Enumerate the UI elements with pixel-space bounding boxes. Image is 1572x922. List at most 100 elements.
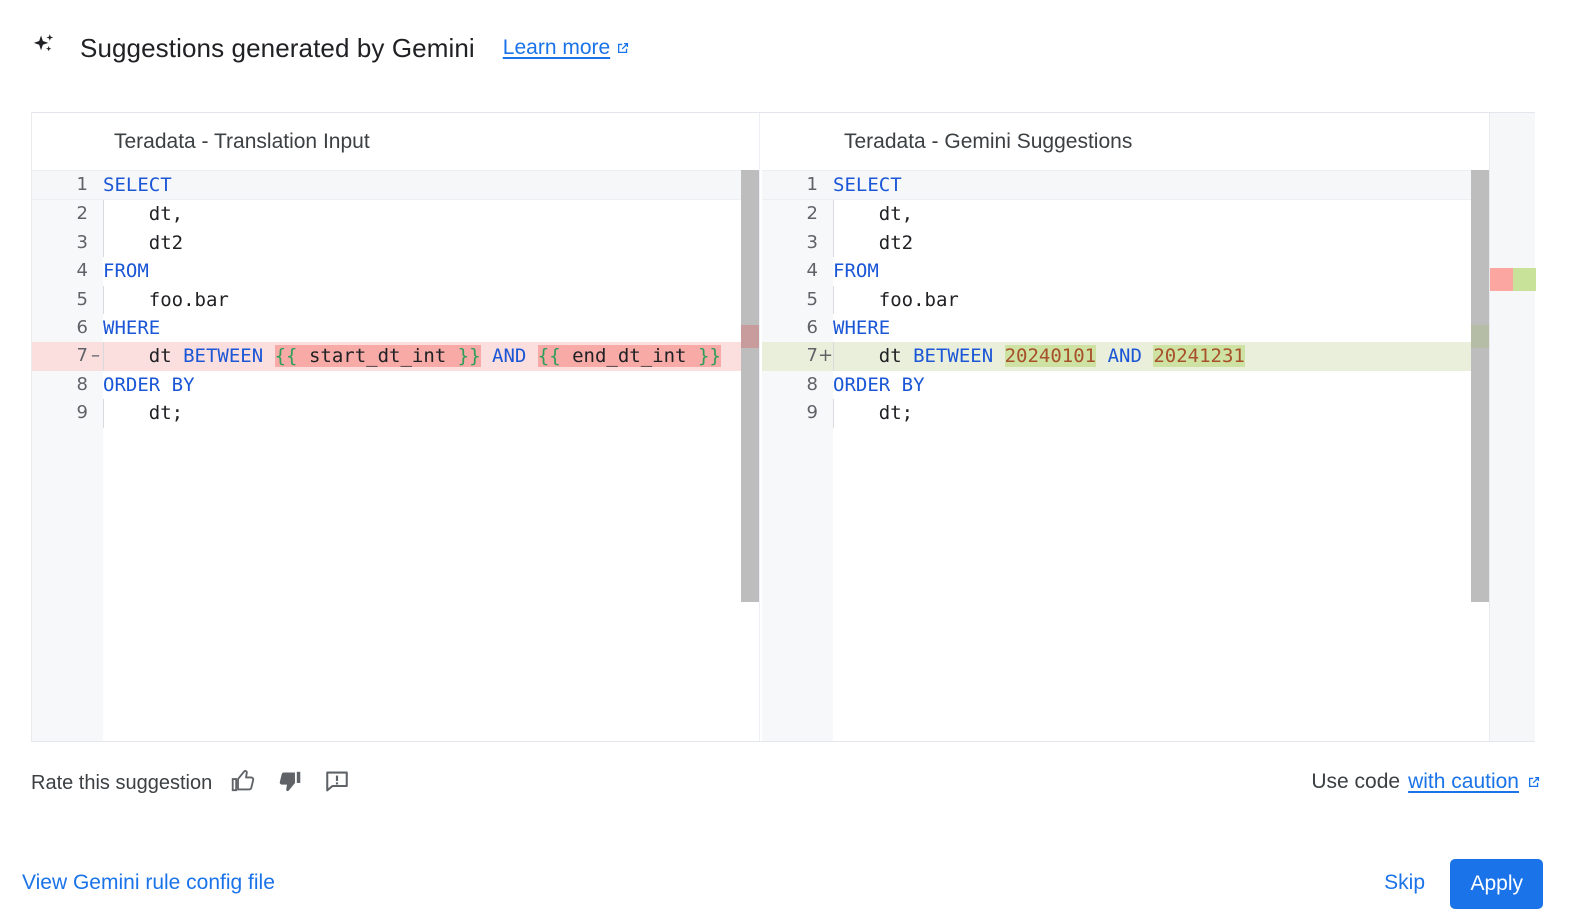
line-number: 3: [806, 231, 818, 253]
code-tokens: foo.bar: [103, 286, 229, 314]
code-line-text: FROM: [833, 257, 1490, 285]
indent-guide: [833, 200, 834, 229]
rating-buttons: [228, 766, 352, 796]
thumb-up-icon[interactable]: [228, 766, 258, 796]
code-line[interactable]: 5 foo.bar: [762, 285, 1490, 314]
line-number: 8: [76, 373, 88, 395]
code-token-highlighted: }}: [457, 345, 481, 368]
code-token: dt2: [103, 231, 184, 254]
code-line-text: WHERE: [833, 314, 1490, 342]
view-rule-config-link[interactable]: View Gemini rule config file: [22, 871, 275, 894]
skip-button[interactable]: Skip: [1376, 867, 1433, 899]
code-token-highlighted: }}: [697, 345, 721, 368]
code-line-text: FROM: [103, 257, 759, 285]
code-line[interactable]: 8 ORDER BY: [762, 371, 1490, 399]
code-token: WHERE: [103, 316, 161, 339]
indent-guide: [103, 342, 104, 371]
code-token: dt;: [833, 402, 914, 425]
code-tokens: WHERE: [103, 314, 160, 342]
code-line[interactable]: 9 dt;: [762, 399, 1490, 428]
code-line[interactable]: 8 ORDER BY: [32, 371, 759, 399]
line-number: 2: [76, 203, 88, 225]
thumb-down-icon[interactable]: [275, 766, 305, 796]
pane-divider: [760, 113, 762, 741]
with-caution-link[interactable]: with caution: [1408, 770, 1519, 793]
line-number: 9: [76, 402, 88, 424]
scrollbar-diff-marker: [741, 325, 759, 348]
right-editor-scrollbar[interactable]: [1471, 170, 1489, 602]
external-link-icon: [1529, 777, 1540, 787]
left-pane-title: Teradata - Translation Input: [114, 129, 370, 153]
suggestions-header: Suggestions generated by Gemini Learn mo…: [0, 0, 1572, 96]
diff-overview-ruler[interactable]: [1489, 113, 1536, 741]
code-line[interactable]: 3 dt2: [762, 228, 1490, 258]
page-title: Suggestions generated by Gemini: [80, 33, 475, 63]
learn-more-link[interactable]: Learn more: [503, 35, 631, 61]
code-line-text: dt,: [103, 200, 759, 229]
code-token: SELECT: [833, 174, 902, 196]
indent-guide: [103, 285, 104, 314]
code-line-text: foo.bar: [833, 285, 1490, 314]
code-line-text: WHERE: [103, 314, 759, 342]
code-token: foo.bar: [103, 288, 229, 311]
code-line[interactable]: 3 dt2: [32, 228, 759, 258]
code-tokens: ORDER BY: [833, 371, 925, 399]
code-token: [481, 345, 492, 367]
right-pane-title: Teradata - Gemini Suggestions: [844, 129, 1133, 153]
code-line[interactable]: 9 dt;: [32, 399, 759, 428]
scrollbar-diff-marker: [1471, 325, 1489, 348]
code-tokens: WHERE: [833, 314, 890, 342]
external-link-icon: [618, 43, 629, 53]
report-feedback-icon[interactable]: [322, 766, 352, 796]
line-number: 7: [806, 345, 818, 367]
line-number: 8: [806, 373, 818, 395]
line-number: 5: [806, 288, 818, 310]
use-code-caution: Use code with caution: [1311, 768, 1542, 796]
code-line[interactable]: 5 foo.bar: [32, 285, 759, 314]
code-line-text: dt BETWEEN {{ start_dt_int }} AND {{ end…: [103, 342, 759, 371]
left-editor-scrollbar[interactable]: [741, 170, 759, 602]
indent-guide: [833, 399, 834, 428]
code-token-highlighted: {{: [537, 345, 561, 368]
apply-button[interactable]: Apply: [1450, 859, 1543, 909]
code-token-highlighted: {{: [274, 345, 298, 368]
overview-deleted-marker: [1490, 268, 1513, 291]
right-pane-header: Teradata - Gemini Suggestions: [762, 113, 1490, 170]
code-line[interactable]: 7– dt BETWEEN {{ start_dt_int }} AND {{ …: [32, 342, 759, 371]
indent-guide: [833, 228, 834, 258]
code-line[interactable]: 2 dt,: [762, 200, 1490, 229]
code-line-text: SELECT: [833, 171, 1490, 199]
code-line-text: ORDER BY: [103, 371, 759, 399]
code-line[interactable]: 1 SELECT: [32, 170, 759, 201]
code-tokens: FROM: [103, 257, 149, 285]
gutter-background-right: [762, 113, 833, 741]
code-token: AND: [1107, 345, 1142, 368]
code-line[interactable]: 2 dt,: [32, 200, 759, 229]
code-token: dt2: [833, 231, 914, 254]
code-token: [526, 345, 537, 367]
code-token-highlighted: start_dt_int: [297, 345, 458, 368]
code-token: [1142, 345, 1153, 367]
code-token: dt,: [833, 203, 914, 226]
code-token-highlighted: end_dt_int: [560, 345, 698, 368]
line-number: 1: [76, 174, 88, 195]
code-token: [1096, 345, 1107, 367]
code-line[interactable]: 7+ dt BETWEEN 20240101 AND 20241231: [762, 342, 1490, 371]
code-token-highlighted: 20241231: [1153, 345, 1245, 368]
code-tokens: dt;: [103, 399, 183, 427]
indent-guide: [103, 200, 104, 229]
line-number: 3: [76, 231, 88, 253]
code-token: FROM: [833, 260, 879, 283]
code-line-text: SELECT: [103, 171, 759, 199]
code-line-text: dt2: [103, 228, 759, 258]
line-number: 2: [806, 203, 818, 225]
code-line-text: dt BETWEEN 20240101 AND 20241231: [833, 342, 1490, 371]
